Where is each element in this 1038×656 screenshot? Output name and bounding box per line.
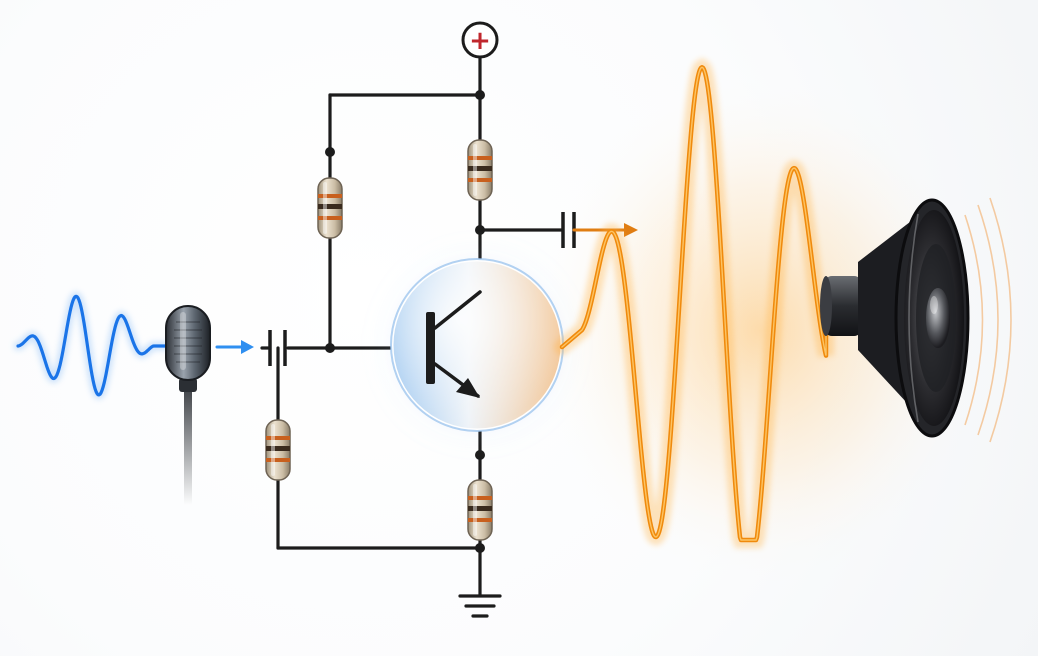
resistor-bias-lower xyxy=(265,419,291,481)
junction-dot xyxy=(475,225,485,235)
transistor-base xyxy=(426,312,435,384)
input-signal-trace xyxy=(16,294,168,397)
input-waveform xyxy=(13,291,171,400)
plus-icon: + xyxy=(461,21,499,59)
junction-dot xyxy=(475,450,485,460)
resistor-emitter xyxy=(467,479,493,541)
junction-dot xyxy=(475,90,485,100)
junction-dot xyxy=(475,543,485,553)
junction-dot xyxy=(325,147,335,157)
junctions xyxy=(325,90,485,553)
resistor-bias-upper xyxy=(317,177,343,239)
microphone-icon xyxy=(165,305,211,505)
output-waveform xyxy=(554,57,834,548)
supply-symbol: + xyxy=(469,26,491,56)
emitter-arrow xyxy=(456,378,480,398)
transistor-collector xyxy=(433,290,482,330)
input-arrow xyxy=(215,340,254,354)
ground-icon xyxy=(458,594,502,618)
input-capacitor xyxy=(268,330,287,366)
transistor xyxy=(381,249,573,441)
junction-dot xyxy=(325,343,335,353)
speaker-icon xyxy=(820,197,1012,443)
resistor-collector xyxy=(467,139,493,201)
resistors xyxy=(265,139,493,541)
